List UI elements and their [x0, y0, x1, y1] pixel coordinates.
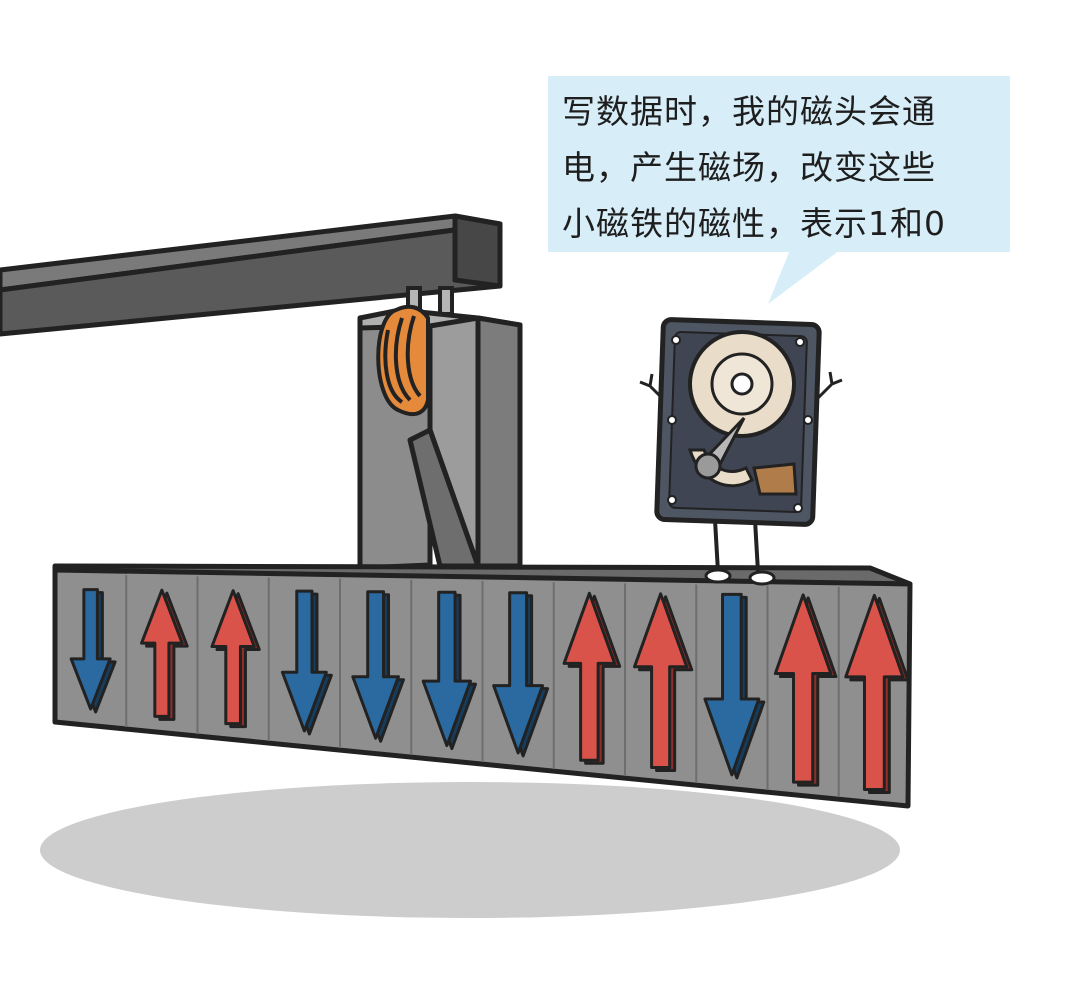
speech-line-3: 小磁铁的磁性，表示1和0	[562, 204, 946, 243]
speech-bubble: 写数据时，我的磁头会通 电，产生磁场，改变这些 小磁铁的磁性，表示1和0	[548, 76, 1010, 252]
arrow-down-icon	[492, 591, 545, 755]
magnet-cells	[69, 575, 910, 797]
arrow-up-icon	[633, 592, 689, 770]
screws	[667, 335, 813, 513]
arrow-down-icon	[703, 592, 761, 777]
character-legs	[713, 519, 760, 573]
actuator-arm	[0, 213, 503, 337]
left-foot	[704, 568, 732, 584]
speech-bubble-tail	[768, 250, 840, 304]
coil-icon	[376, 304, 430, 417]
floor-shadow	[40, 782, 900, 918]
arrow-up-icon	[773, 593, 833, 784]
arrow-up-icon	[210, 589, 256, 726]
arrow-up-icon	[844, 593, 905, 791]
arrow-up-icon	[140, 588, 184, 718]
arrow-down-icon	[69, 588, 112, 711]
hard-drive-character	[639, 317, 843, 586]
right-foot	[748, 570, 776, 586]
speech-line-2: 电，产生磁场，改变这些	[562, 148, 936, 187]
arrow-up-icon	[562, 591, 617, 762]
arrow-down-icon	[421, 590, 473, 748]
arrow-down-icon	[280, 589, 328, 733]
speech-line-1: 写数据时，我的磁头会通	[562, 92, 936, 131]
arrow-down-icon	[351, 590, 400, 740]
